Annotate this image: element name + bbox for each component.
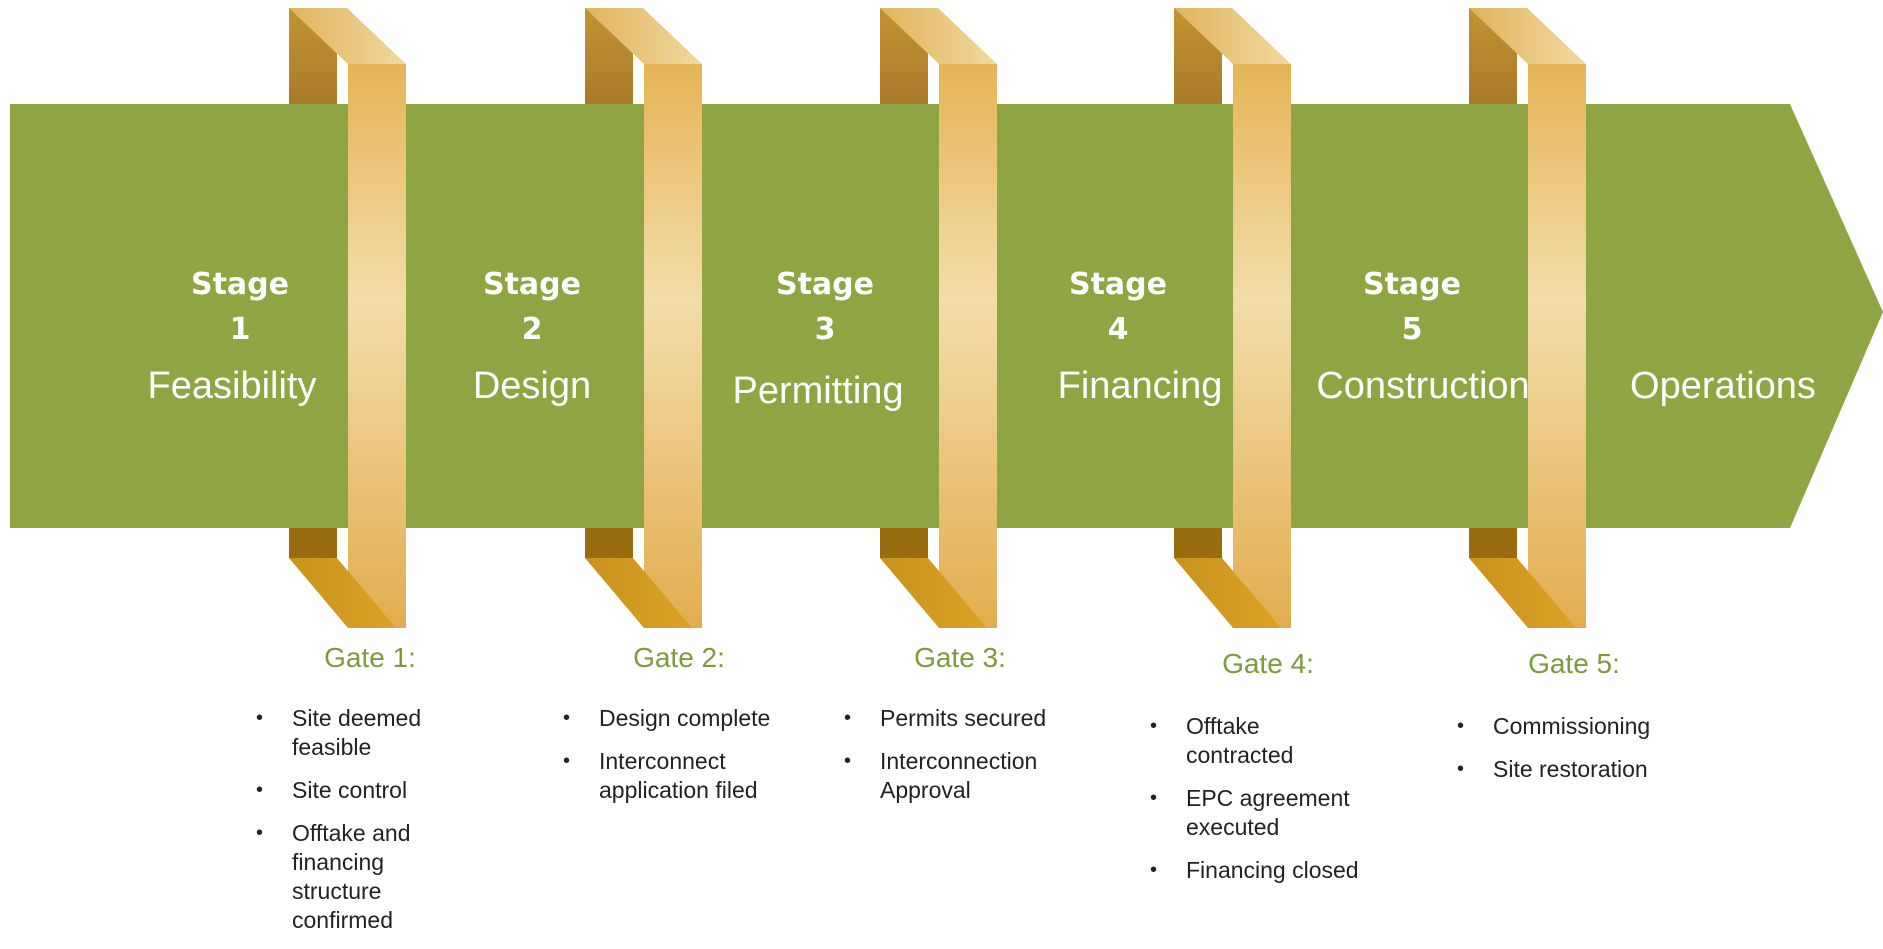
final-stage-name: Operations	[1630, 365, 1816, 407]
gate-4-title: Gate 4:	[1222, 648, 1314, 679]
gate-2-criteria: Design complete Interconnect application…	[563, 704, 803, 819]
stage-5-word: Stage	[1362, 267, 1461, 302]
stage-4-word: Stage	[1068, 267, 1167, 302]
stage-1-name: Feasibility	[147, 365, 317, 407]
stage-2-number: 2	[521, 312, 543, 347]
stage-gate-diagram	[10, 8, 1883, 628]
gate-3-item: Interconnection Approval	[844, 747, 1054, 805]
gate-1-title: Gate 1:	[324, 642, 416, 673]
gate-1-item: Site deemed feasible	[256, 704, 456, 762]
gate-1-criteria: Site deemed feasible Site control Offtak…	[256, 704, 456, 949]
gate-rings-back	[289, 8, 1517, 558]
gate-5-criteria: Commissioning Site restoration	[1457, 712, 1687, 798]
gate-1-ring-icon	[289, 8, 406, 628]
gate-5-item: Site restoration	[1457, 755, 1687, 784]
stage-4-number: 4	[1107, 312, 1129, 347]
gate-1-item: Site control	[256, 776, 456, 805]
gate-4-item: Offtake contracted	[1150, 712, 1370, 770]
stage-3-word: Stage	[775, 267, 874, 302]
stage-5-number: 5	[1401, 312, 1423, 347]
stage-2-word: Stage	[482, 267, 581, 302]
gate-3-criteria: Permits secured Interconnection Approval	[844, 704, 1054, 819]
gate-3-title: Gate 3:	[914, 642, 1006, 673]
stage-3-number: 3	[814, 312, 836, 347]
gate-4-item: EPC agreement executed	[1150, 784, 1370, 842]
gate-2-item: Interconnect application filed	[563, 747, 803, 805]
gate-rings-front	[289, 8, 1586, 628]
stage-4-name: Financing	[1057, 365, 1223, 407]
stage-3-name: Permitting	[732, 370, 904, 412]
gate-5-item: Commissioning	[1457, 712, 1687, 741]
stage-2-name: Design	[472, 365, 592, 407]
gate-2-ring-icon	[585, 8, 702, 628]
gate-3-ring-icon	[880, 8, 997, 628]
gate-2-item: Design complete	[563, 704, 803, 733]
stage-5-name: Construction	[1316, 365, 1530, 407]
gate-5-ring-icon	[1469, 8, 1586, 628]
gate-1-item: Offtake and financing structure confirme…	[256, 819, 456, 935]
gate-2-title: Gate 2:	[633, 642, 725, 673]
gate-4-criteria: Offtake contracted EPC agreement execute…	[1150, 712, 1370, 899]
gate-5-title: Gate 5:	[1528, 648, 1620, 679]
stage-1-word: Stage	[190, 267, 289, 302]
stage-1-number: 1	[229, 312, 251, 347]
gate-4-ring-icon	[1174, 8, 1291, 628]
gate-3-item: Permits secured	[844, 704, 1054, 733]
gate-4-item: Financing closed	[1150, 856, 1370, 885]
